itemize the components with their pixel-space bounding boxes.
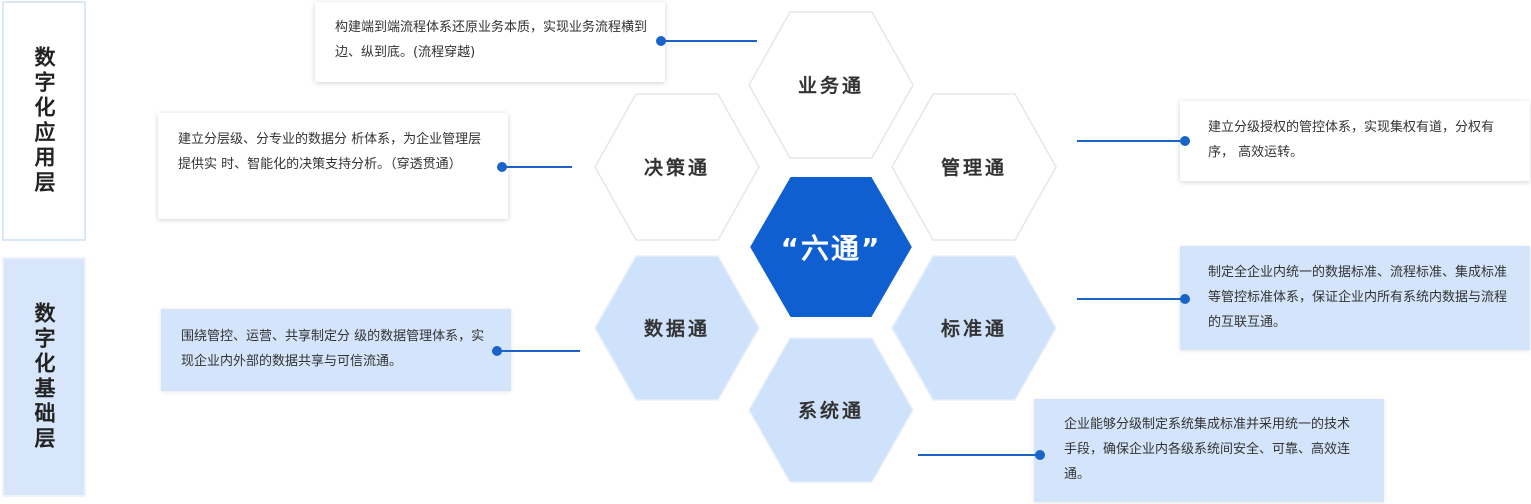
data-description-box: 围绕管控、运营、共享制定分 级的数据管理体系，实现企业内外部的数据共享与可信流通… — [161, 309, 511, 391]
decision-description-box: 建立分层级、分专业的数据分 析体系，为企业管理层提供实 时、智能化的决策支持分析… — [158, 113, 508, 219]
foundation-layer-label: 数字化基础层 — [32, 302, 56, 452]
hex-decision-label: 决策通 — [644, 156, 710, 179]
hex-standard: 标准通 — [891, 255, 1057, 401]
hex-business-label: 业务通 — [798, 74, 864, 97]
system-connector-dot — [1035, 450, 1045, 460]
hex-data: 数据通 — [594, 255, 760, 401]
hex-decision: 决策通 — [594, 93, 760, 241]
hex-business: 业务通 — [748, 11, 914, 159]
hex-center-label: “六通” — [781, 232, 882, 265]
management-description-box: 建立分级授权的管控体系，实现集权有道，分权有序， 高效运转。 — [1180, 101, 1530, 181]
system-description-text: 企业能够分级制定系统集成标准并采用统一的技术手段，确保企业内各级系统间安全、可靠… — [1064, 417, 1351, 482]
management-connector-dot — [1180, 136, 1190, 146]
standard-description-text: 制定全企业内统一的数据标准、流程标准、集成标准等管控标准体系，保证企业内所有系统… — [1208, 265, 1508, 330]
application-layer-label: 数字化应用层 — [32, 46, 56, 196]
hex-center: “六通” — [747, 175, 915, 319]
standard-connector-dot — [1180, 294, 1190, 304]
standard-description-box: 制定全企业内统一的数据标准、流程标准、集成标准等管控标准体系，保证企业内所有系统… — [1180, 246, 1530, 350]
business-connector-dot — [656, 36, 666, 46]
decision-connector-dot — [497, 162, 507, 172]
hex-system: 系统通 — [748, 337, 914, 483]
data-description-text: 围绕管控、运营、共享制定分 级的数据管理体系，实现企业内外部的数据共享与可信流通… — [181, 329, 485, 369]
system-description-box: 企业能够分级制定系统集成标准并采用统一的技术手段，确保企业内各级系统间安全、可靠… — [1034, 399, 1384, 502]
hex-standard-label: 标准通 — [941, 318, 1007, 340]
application-layer-panel: 数字化应用层 — [2, 1, 86, 241]
connectors — [492, 36, 1190, 460]
hex-data-label: 数据通 — [644, 317, 710, 340]
hex-management: 管理通 — [891, 93, 1057, 241]
hex-management-label: 管理通 — [941, 156, 1007, 179]
hex-system-label: 系统通 — [798, 399, 864, 422]
decision-description-text: 建立分层级、分专业的数据分 析体系，为企业管理层提供实 时、智能化的决策支持分析… — [178, 132, 482, 172]
management-description-text: 建立分级授权的管控体系，实现集权有道，分权有序， 高效运转。 — [1208, 120, 1495, 160]
foundation-layer-panel: 数字化基础层 — [2, 257, 86, 497]
business-description-text: 构建端到端流程体系还原业务本质，实现业务流程横到边、纵到底。(流程穿越) — [335, 20, 648, 60]
data-connector-dot — [492, 346, 502, 356]
business-description-box: 构建端到端流程体系还原业务本质，实现业务流程横到边、纵到底。(流程穿越) — [315, 2, 665, 82]
